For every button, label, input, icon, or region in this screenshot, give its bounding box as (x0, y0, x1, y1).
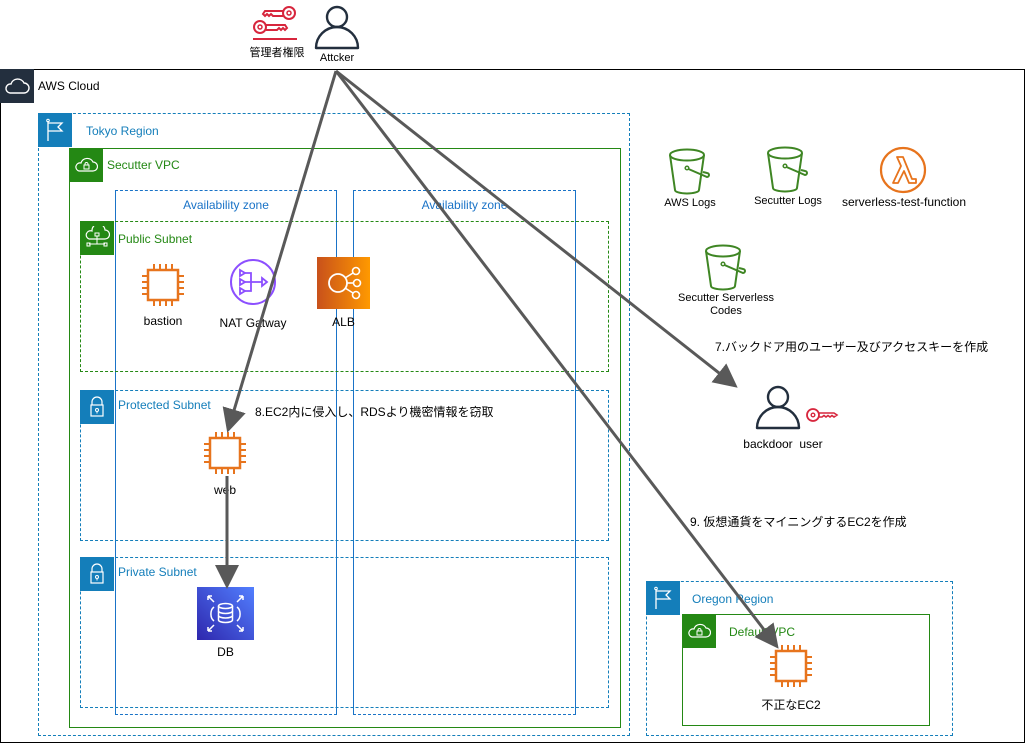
ec2-instance-icon (142, 264, 184, 306)
s3-bucket-icon (767, 146, 808, 193)
aws-logs-label: AWS Logs (664, 197, 716, 209)
serverless-codes-bucket-node[interactable]: Secutter Serverless Codes (678, 242, 774, 318)
aws-cloud-tag (0, 69, 34, 103)
alb-node[interactable]: ALB (317, 257, 370, 331)
alb-label: ALB (332, 315, 355, 329)
tokyo-region-tag (38, 113, 72, 147)
serverless-codes-label-line2: Codes (710, 305, 742, 317)
private-subnet-label: Private Subnet (118, 565, 197, 579)
ec2-instance-icon (204, 432, 246, 474)
flag-icon (654, 586, 672, 609)
availability-zone-1-label: Availability zone (183, 198, 269, 212)
secutter-vpc-tag (69, 148, 103, 182)
db-label: DB (217, 645, 234, 659)
db-node[interactable]: DB (197, 587, 254, 661)
annotation-step9: 9. 仮想通貨をマイニングするEC2を作成 (690, 515, 907, 529)
lambda-function-node[interactable]: serverless-test-function (840, 144, 968, 210)
public-subnet-label: Public Subnet (118, 232, 193, 246)
default-vpc-group (682, 614, 930, 726)
secutter-logs-bucket-node[interactable]: Secutter Logs (753, 144, 823, 210)
default-vpc-tag (682, 614, 716, 648)
serverless-codes-label-line1: Secutter Serverless (678, 292, 774, 304)
availability-zone-2-label: Availability zone (421, 198, 508, 212)
vpc-lock-cloud-icon (688, 623, 711, 638)
backdoor-user-label: backdoor user (743, 437, 823, 451)
annotation-step7: 7.バックドア用のユーザー及びアクセスキーを作成 (715, 340, 989, 354)
backdoor-user-node[interactable]: backdoor user (742, 382, 842, 452)
rogue-ec2-label: 不正なEC2 (761, 698, 821, 712)
keys-icon (253, 6, 297, 40)
nat-gateway-icon (230, 259, 276, 305)
private-subnet-group (80, 557, 609, 708)
protected-subnet-tag (80, 390, 114, 424)
key-icon (806, 408, 839, 422)
oregon-region-label: Oregon Region (692, 592, 774, 606)
lambda-icon (879, 146, 927, 194)
admin-privilege-label: 管理者権限 (249, 47, 305, 59)
bastion-node[interactable]: bastion (138, 262, 188, 332)
aws-cloud-label: AWS Cloud (38, 79, 100, 93)
s3-bucket-icon (669, 148, 710, 195)
default-vpc-label: Default VPC (729, 625, 796, 639)
attacker-label: Attcker (319, 52, 355, 64)
cloud-icon (5, 78, 30, 94)
public-subnet-icon (85, 226, 110, 247)
tokyo-region-label: Tokyo Region (86, 124, 159, 138)
user-icon (755, 385, 801, 430)
oregon-region-group (646, 581, 953, 736)
nat-gateway-node[interactable]: NAT Gatway (220, 258, 286, 332)
web-node[interactable]: web (202, 430, 248, 500)
web-label: web (213, 483, 236, 497)
elb-icon (317, 257, 370, 309)
flag-icon (46, 118, 64, 141)
secutter-vpc-label: Secutter VPC (107, 158, 180, 172)
attacker-node[interactable]: Attcker (310, 2, 364, 68)
user-icon (314, 5, 360, 50)
lambda-function-label: serverless-test-function (841, 195, 967, 209)
bastion-label: bastion (143, 314, 183, 328)
lock-icon (90, 396, 104, 417)
aws-logs-bucket-node[interactable]: AWS Logs (655, 146, 725, 212)
vpc-lock-cloud-icon (75, 157, 98, 172)
rds-icon (197, 587, 254, 640)
ec2-instance-icon (770, 645, 812, 687)
secutter-logs-label: Secutter Logs (754, 195, 822, 207)
rogue-ec2-node[interactable]: 不正なEC2 (761, 643, 821, 713)
nat-gateway-label: NAT Gatway (219, 316, 287, 330)
annotation-step8: 8.EC2内に侵入し、RDSより機密情報を窃取 (255, 405, 494, 419)
private-subnet-tag (80, 557, 114, 591)
s3-bucket-icon (705, 244, 746, 291)
oregon-region-tag (646, 581, 680, 615)
public-subnet-tag (80, 221, 114, 255)
admin-privilege-node: 管理者権限 (245, 4, 309, 60)
lock-icon (90, 563, 104, 584)
protected-subnet-label: Protected Subnet (118, 398, 211, 412)
